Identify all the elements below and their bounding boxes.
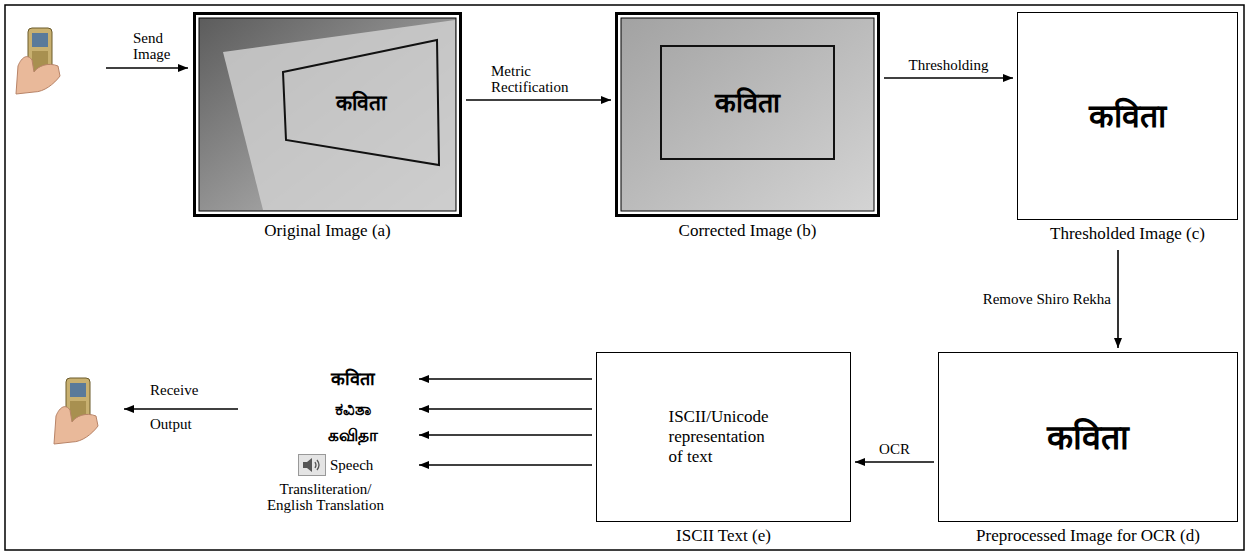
- note-label: Send Image: [133, 30, 175, 62]
- flow-arrow: [419, 408, 592, 410]
- image-caption: Preprocessed Image for OCR (d): [938, 526, 1238, 546]
- image-box: ISCII/Unicode representation of textISCI…: [596, 352, 851, 548]
- rect-part: [299, 455, 326, 476]
- flow-arrow: [1117, 250, 1119, 348]
- node-frame: Speech: [290, 452, 415, 478]
- node-frame: ಕವಿತಾ: [290, 396, 415, 422]
- path-part: [303, 458, 312, 472]
- node-frame: कविता: [193, 12, 462, 217]
- receive-arrow: [124, 408, 238, 410]
- node-text: कविता: [1047, 416, 1129, 459]
- node-text: கவிதா: [328, 424, 378, 446]
- rect-part: [70, 383, 86, 397]
- node-frame: ISCII/Unicode representation of text: [596, 352, 851, 522]
- skewed-box: कविता: [280, 38, 442, 168]
- node-text: कविता: [1089, 96, 1166, 136]
- node-text: ಕವಿತಾ: [335, 398, 371, 420]
- rect-part: [621, 18, 874, 211]
- image-caption: Original Image (a): [193, 221, 462, 241]
- rect-part: [32, 33, 48, 47]
- node-frame: கவிதா: [290, 422, 415, 448]
- send-arrow: [106, 67, 188, 69]
- flow-arrow: [884, 77, 1013, 79]
- text-box: कविता: [660, 45, 835, 160]
- rect-part: [199, 18, 456, 211]
- output-text: कविता: [290, 366, 415, 392]
- node-frame: कविता: [280, 38, 442, 168]
- rect-part: [617, 14, 879, 216]
- speech-output: Speech: [290, 452, 415, 478]
- image-caption: Corrected Image (b): [615, 221, 880, 241]
- image-caption: Thresholded Image (c): [1017, 224, 1238, 244]
- phone-icon: [54, 378, 98, 444]
- image-box: कविता Thresholded Image (c): [1017, 12, 1238, 246]
- node-frame: कविता: [1017, 12, 1238, 220]
- note-label: Output: [150, 416, 192, 432]
- speaker-icon: [298, 454, 326, 476]
- node-text: कविता: [715, 86, 780, 120]
- polygon-part: [283, 40, 439, 165]
- flow-arrow: [419, 464, 592, 466]
- node-text: Speech: [330, 454, 373, 476]
- node-frame: कविता: [938, 352, 1238, 522]
- photo-frame: कविता Corrected Image (b): [615, 12, 880, 243]
- node-text: कविता: [336, 90, 386, 116]
- image-box: कविता Preprocessed Image for OCR (d): [938, 352, 1238, 548]
- path-part: [16, 57, 60, 94]
- edge-label: Metric Rectification: [491, 63, 586, 95]
- path-part: [54, 407, 98, 444]
- image-caption: ISCII Text (e): [596, 526, 851, 546]
- photo-frame: कविता Original Image (a): [193, 12, 462, 243]
- rect-part: [195, 14, 461, 216]
- node-frame: कविता: [615, 12, 880, 217]
- note-label: Transliteration/ English Translation: [258, 481, 393, 513]
- polygon-part: [223, 20, 455, 210]
- flow-arrow: [466, 99, 611, 101]
- flow-arrow: [419, 434, 592, 436]
- note-label: Receive: [150, 382, 198, 398]
- node-text: ISCII/Unicode representation of text: [669, 407, 779, 467]
- edge-label: Remove Shiro Rekha: [983, 291, 1111, 307]
- flow-arrow: [419, 378, 592, 380]
- path-part: [315, 460, 319, 470]
- phone-icon: [16, 28, 60, 94]
- output-text: ಕವಿತಾ: [290, 396, 415, 422]
- outer-border: [5, 5, 1244, 550]
- node-text: कविता: [331, 368, 375, 390]
- node-frame: कविता: [660, 45, 835, 160]
- output-text: கவிதா: [290, 422, 415, 448]
- flow-arrow: [855, 461, 934, 463]
- node-frame: कविता: [290, 366, 415, 392]
- edge-label: Thresholding: [909, 57, 989, 73]
- edge-label: OCR: [879, 441, 910, 457]
